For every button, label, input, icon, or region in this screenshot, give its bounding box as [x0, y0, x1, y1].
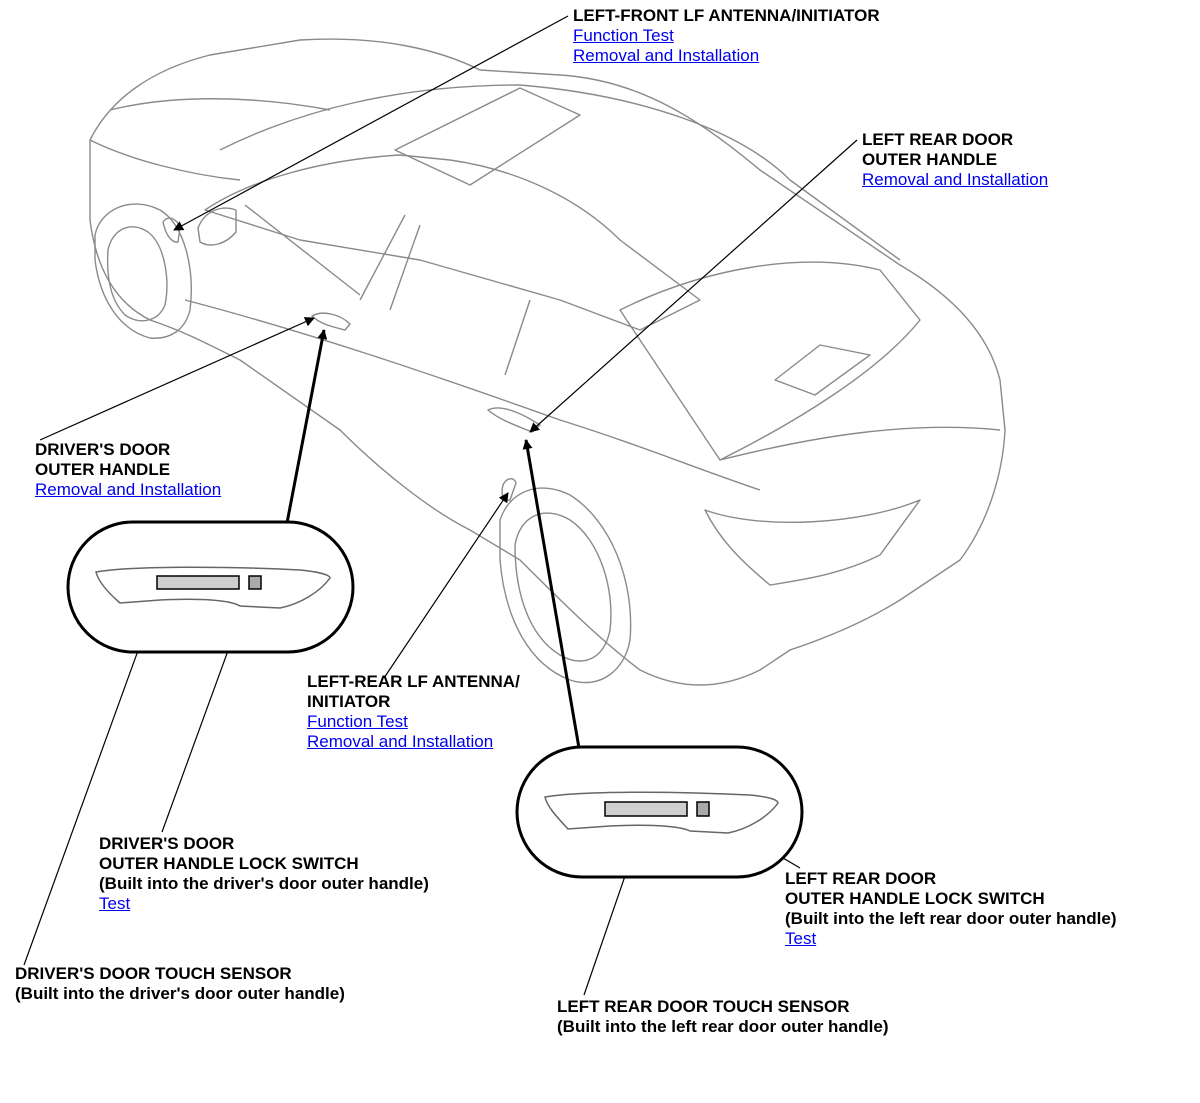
leader-left-rear-handle	[529, 139, 858, 433]
label-drivers-door-handle-1: DRIVER'S DOOR	[35, 440, 171, 459]
callout-drivers-touch-sensor: DRIVER'S DOOR TOUCH SENSOR (Built into t…	[15, 964, 345, 1004]
callout-left-rear-antenna: LEFT-REAR LF ANTENNA/ INITIATOR Function…	[307, 672, 520, 752]
link-left-front-antenna-function-test[interactable]: Function Test	[573, 26, 674, 45]
left-rear-lock-switch-button	[696, 801, 710, 817]
label-left-rear-antenna-1: LEFT-REAR LF ANTENNA/	[307, 672, 520, 691]
leader-left-rear-antenna	[383, 492, 509, 679]
callout-left-rear-door-handle: LEFT REAR DOOR OUTER HANDLE Removal and …	[862, 130, 1048, 190]
leader-left-front-antenna	[173, 15, 569, 231]
label-left-rear-touch-sensor-2: (Built into the left rear door outer han…	[557, 1017, 889, 1036]
label-left-rear-door-handle-2: OUTER HANDLE	[862, 150, 998, 169]
label-drivers-lock-switch-1: DRIVER'S DOOR	[99, 834, 235, 853]
left-rear-touch-sensor-pad	[604, 801, 688, 817]
label-left-front-antenna: LEFT-FRONT LF ANTENNA/INITIATOR	[573, 6, 880, 25]
zoom-arrows	[285, 329, 581, 749]
link-left-front-antenna-removal[interactable]: Removal and Installation	[573, 46, 760, 65]
callout-drivers-lock-switch: DRIVER'S DOOR OUTER HANDLE LOCK SWITCH (…	[99, 834, 429, 914]
label-left-rear-lock-switch-2: OUTER HANDLE LOCK SWITCH	[785, 889, 1045, 908]
link-left-rear-lock-switch-test[interactable]: Test	[785, 929, 817, 948]
link-left-rear-antenna-removal[interactable]: Removal and Installation	[307, 732, 494, 751]
leader-drivers-handle	[39, 317, 315, 441]
callout-left-front-antenna: LEFT-FRONT LF ANTENNA/INITIATOR Function…	[573, 6, 880, 66]
label-left-rear-door-handle-1: LEFT REAR DOOR	[862, 130, 1014, 149]
label-left-rear-lock-switch-3: (Built into the left rear door outer han…	[785, 909, 1117, 928]
callout-left-rear-touch-sensor: LEFT REAR DOOR TOUCH SENSOR (Built into …	[557, 997, 889, 1037]
link-left-rear-antenna-function-test[interactable]: Function Test	[307, 712, 408, 731]
drivers-handle-zoom-bubble	[66, 520, 355, 654]
label-drivers-door-handle-2: OUTER HANDLE	[35, 460, 171, 479]
link-left-rear-door-handle-removal[interactable]: Removal and Installation	[862, 170, 1049, 189]
label-left-rear-touch-sensor-1: LEFT REAR DOOR TOUCH SENSOR	[557, 997, 850, 1016]
label-left-rear-antenna-2: INITIATOR	[307, 692, 391, 711]
link-drivers-door-handle-removal[interactable]: Removal and Installation	[35, 480, 222, 499]
label-drivers-lock-switch-2: OUTER HANDLE LOCK SWITCH	[99, 854, 359, 873]
label-left-rear-lock-switch-1: LEFT REAR DOOR	[785, 869, 937, 888]
drivers-touch-sensor-pad	[156, 575, 240, 590]
left-rear-handle-zoom-bubble	[515, 745, 804, 879]
label-drivers-touch-sensor-2: (Built into the driver's door outer hand…	[15, 984, 345, 1003]
callout-left-rear-lock-switch: LEFT REAR DOOR OUTER HANDLE LOCK SWITCH …	[785, 869, 1117, 949]
label-drivers-lock-switch-3: (Built into the driver's door outer hand…	[99, 874, 429, 893]
label-drivers-touch-sensor-1: DRIVER'S DOOR TOUCH SENSOR	[15, 964, 292, 983]
drivers-lock-switch-button	[248, 575, 262, 590]
link-drivers-lock-switch-test[interactable]: Test	[99, 894, 131, 913]
callout-drivers-door-handle: DRIVER'S DOOR OUTER HANDLE Removal and I…	[35, 440, 221, 500]
